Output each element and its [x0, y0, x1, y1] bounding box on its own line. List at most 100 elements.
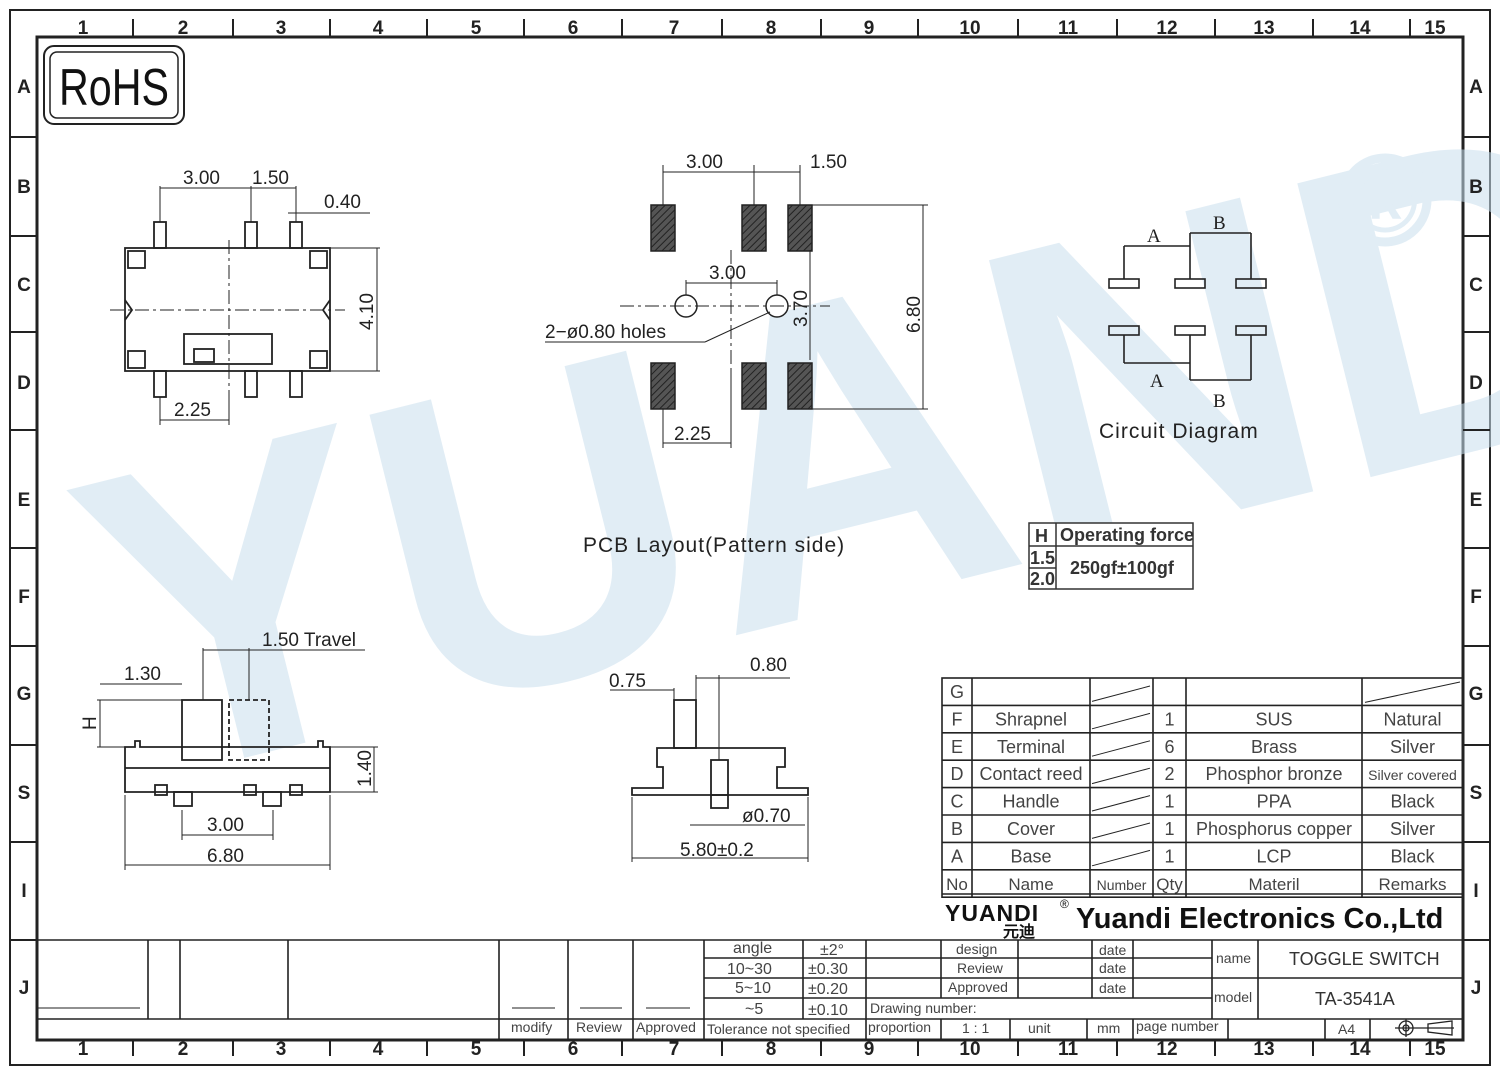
side-dim-300: 3.00: [207, 815, 244, 836]
grid-row-right: F: [1470, 587, 1482, 608]
tb-model-value: TA-3541A: [1315, 989, 1395, 1009]
outer-border: [9, 9, 1491, 1066]
tb-proportion: proportion: [868, 1019, 931, 1035]
grid-col-bottom: 11: [1058, 1039, 1079, 1060]
grid-col-top: 11: [1058, 18, 1079, 39]
pcb-layout: [545, 165, 928, 448]
grid-row-left: S: [18, 783, 31, 804]
bom-cell: 1: [1164, 792, 1174, 812]
tb-date-1: date: [1099, 942, 1126, 958]
grid-row-right: S: [1470, 783, 1483, 804]
bom-cell: Silver covered: [1368, 767, 1457, 783]
pcb-dim-370: 3.70: [791, 290, 812, 327]
tb-paper: A4: [1338, 1021, 1355, 1037]
grid-col-top: 7: [669, 18, 680, 39]
bom-number-slash: [1091, 712, 1151, 730]
side-dim-680: 6.80: [207, 846, 244, 867]
force-h-value-1: 1.5: [1030, 548, 1055, 568]
force-value: 250gf±100gf: [1070, 558, 1175, 578]
circuit-label-a-bottom: A: [1150, 371, 1164, 392]
bom-cell: Silver: [1390, 737, 1435, 757]
pcb-dim-300-holes: 3.00: [709, 263, 746, 284]
grid-col-top: 12: [1156, 18, 1177, 39]
grid-col-bottom: 10: [959, 1039, 980, 1060]
grid-col-top: 8: [766, 18, 777, 39]
grid-row-left: E: [18, 490, 31, 511]
grid-row-left: A: [17, 77, 31, 98]
tb-angle-label: angle: [733, 940, 772, 957]
grid-col-top: 4: [373, 18, 384, 39]
top-view: [110, 186, 380, 425]
force-header: Operating force: [1060, 525, 1194, 545]
inner-border: [35, 35, 1465, 1042]
circuit-label-b-top: B: [1213, 213, 1226, 234]
pcb-caption: PCB Layout(Pattern side): [583, 534, 845, 557]
bom-cell: No: [946, 875, 968, 894]
pcb-dim-225: 2.25: [674, 424, 711, 445]
end-dim-075: 0.75: [609, 671, 646, 692]
grid-row-right: G: [1469, 684, 1484, 705]
bom-cell: G: [950, 682, 964, 702]
grid-col-bottom: 4: [373, 1039, 384, 1060]
grid-row-right: D: [1469, 373, 1483, 394]
tb-approved: Approved: [636, 1019, 696, 1035]
tb-review2: Review: [957, 960, 1004, 976]
tb-unit-label: unit: [1028, 1020, 1051, 1036]
grid-row-left: D: [17, 373, 31, 394]
grid-col-bottom: 5: [471, 1039, 482, 1060]
tb-design: design: [956, 941, 997, 957]
bom-cell: Phosphor bronze: [1205, 764, 1342, 784]
bom-cell: B: [951, 819, 963, 839]
rohs-badge: RoHS: [43, 45, 185, 125]
side-dim-130: 1.30: [124, 664, 161, 685]
end-dim-580: 5.80±0.2: [680, 840, 754, 861]
grid-col-top: 10: [959, 18, 980, 39]
grid-col-top: 3: [276, 18, 287, 39]
grid-col-top: 1: [78, 18, 89, 39]
bom-cell: Black: [1390, 792, 1435, 812]
tb-modify: modify: [511, 1019, 552, 1035]
company-logo: YUANDI: [945, 900, 1039, 926]
bom-cell: PPA: [1257, 792, 1292, 812]
pcb-holes-label: 2−ø0.80 holes: [545, 322, 666, 343]
bom-cell: Name: [1008, 875, 1053, 894]
top-dim-410: 4.10: [357, 293, 378, 330]
tb-tolerance-note: Tolerance not specified: [707, 1021, 850, 1037]
grid-row-right: J: [1471, 978, 1482, 999]
circuit-diagram: [1108, 232, 1267, 381]
bom-cell: E: [951, 737, 963, 757]
grid-col-bottom: 14: [1349, 1039, 1371, 1060]
bom-cell: SUS: [1255, 709, 1292, 729]
tb-tol-1: ±0.30: [808, 961, 848, 978]
bom-cell: Base: [1010, 846, 1051, 866]
grid-row-right: C: [1469, 275, 1483, 296]
grid-col-bottom: 2: [178, 1039, 189, 1060]
grid-col-top: 14: [1349, 18, 1371, 39]
bom-number-slash: [1091, 685, 1151, 702]
tb-unit-value: mm: [1097, 1020, 1120, 1036]
tb-drawing-number: Drawing number:: [870, 1000, 977, 1016]
bom-number-slash: [1091, 849, 1151, 867]
tb-angle-tol: ±2°: [820, 942, 844, 959]
projection-symbol-icon: [1395, 1019, 1454, 1037]
grid-row-left: C: [17, 275, 31, 296]
bom-cell: Silver: [1390, 819, 1435, 839]
bom-cell: Contact reed: [979, 764, 1082, 784]
bom-cell: 1: [1164, 709, 1174, 729]
bom-number-slash: [1091, 740, 1151, 757]
bom-cell: Terminal: [997, 737, 1065, 757]
grid-row-left: I: [21, 881, 26, 902]
tb-date-3: date: [1099, 980, 1126, 996]
tb-date-2: date: [1099, 960, 1126, 976]
tb-page-number: page number: [1136, 1018, 1219, 1034]
end-view: [610, 675, 809, 862]
pcb-dim-300-top: 3.00: [686, 152, 723, 173]
bom-cell: 1: [1164, 819, 1174, 839]
grid-col-bottom: 8: [766, 1039, 777, 1060]
force-h-header: H: [1035, 526, 1048, 546]
grid-row-right: E: [1470, 490, 1483, 511]
top-dim-300: 3.00: [183, 168, 220, 189]
grid-row-right: A: [1469, 77, 1483, 98]
grid-col-bottom: 15: [1424, 1039, 1446, 1060]
